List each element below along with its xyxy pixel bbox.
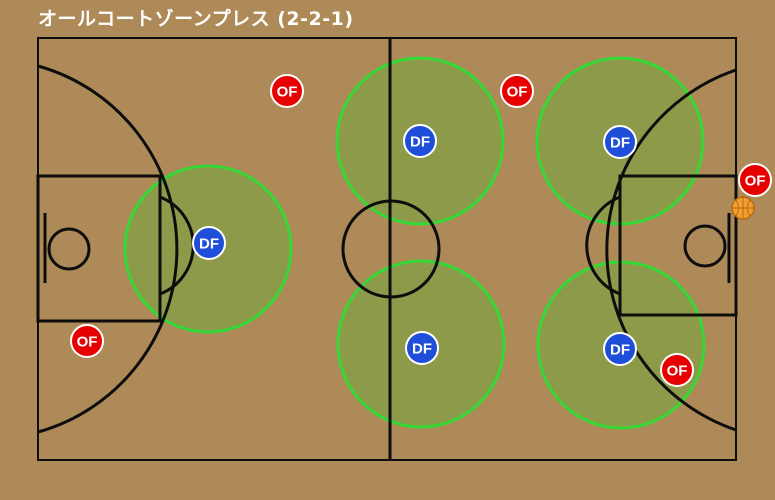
court-lines xyxy=(36,37,738,461)
svg-text:OF: OF xyxy=(667,363,688,380)
diagram-title: オールコートゾーンプレス (2-2-1) xyxy=(38,8,354,30)
defense-player: DF xyxy=(192,226,226,260)
defense-player: DF xyxy=(603,332,637,366)
defense-player: DF xyxy=(603,125,637,159)
svg-text:DF: DF xyxy=(410,134,430,151)
key-left xyxy=(36,174,162,323)
defense-player: DF xyxy=(403,124,437,158)
three-point-arc-right xyxy=(605,68,737,432)
center-circle xyxy=(341,199,441,299)
offense-player: OF xyxy=(660,353,694,387)
offense-player: OF xyxy=(500,74,534,108)
defense-players: DF DF DF DF DF xyxy=(192,124,637,366)
offense-player: OF xyxy=(270,74,304,108)
offense-player: OF xyxy=(70,324,104,358)
offense-player: OF xyxy=(738,163,772,197)
svg-text:DF: DF xyxy=(610,135,630,152)
svg-text:OF: OF xyxy=(277,84,298,101)
svg-text:DF: DF xyxy=(199,236,219,253)
svg-text:OF: OF xyxy=(745,173,766,190)
three-point-arc-left xyxy=(37,64,179,434)
rim-left xyxy=(47,227,91,271)
svg-text:OF: OF xyxy=(507,84,528,101)
offense-players: OF OF OF OF OF xyxy=(70,74,772,387)
free-throw-arc-right xyxy=(585,195,621,296)
rim-right xyxy=(683,224,727,268)
basketball-icon xyxy=(731,196,755,220)
svg-text:DF: DF xyxy=(610,342,630,359)
svg-text:OF: OF xyxy=(77,334,98,351)
svg-text:DF: DF xyxy=(412,341,432,358)
defense-player: DF xyxy=(405,331,439,365)
key-right xyxy=(618,174,738,317)
